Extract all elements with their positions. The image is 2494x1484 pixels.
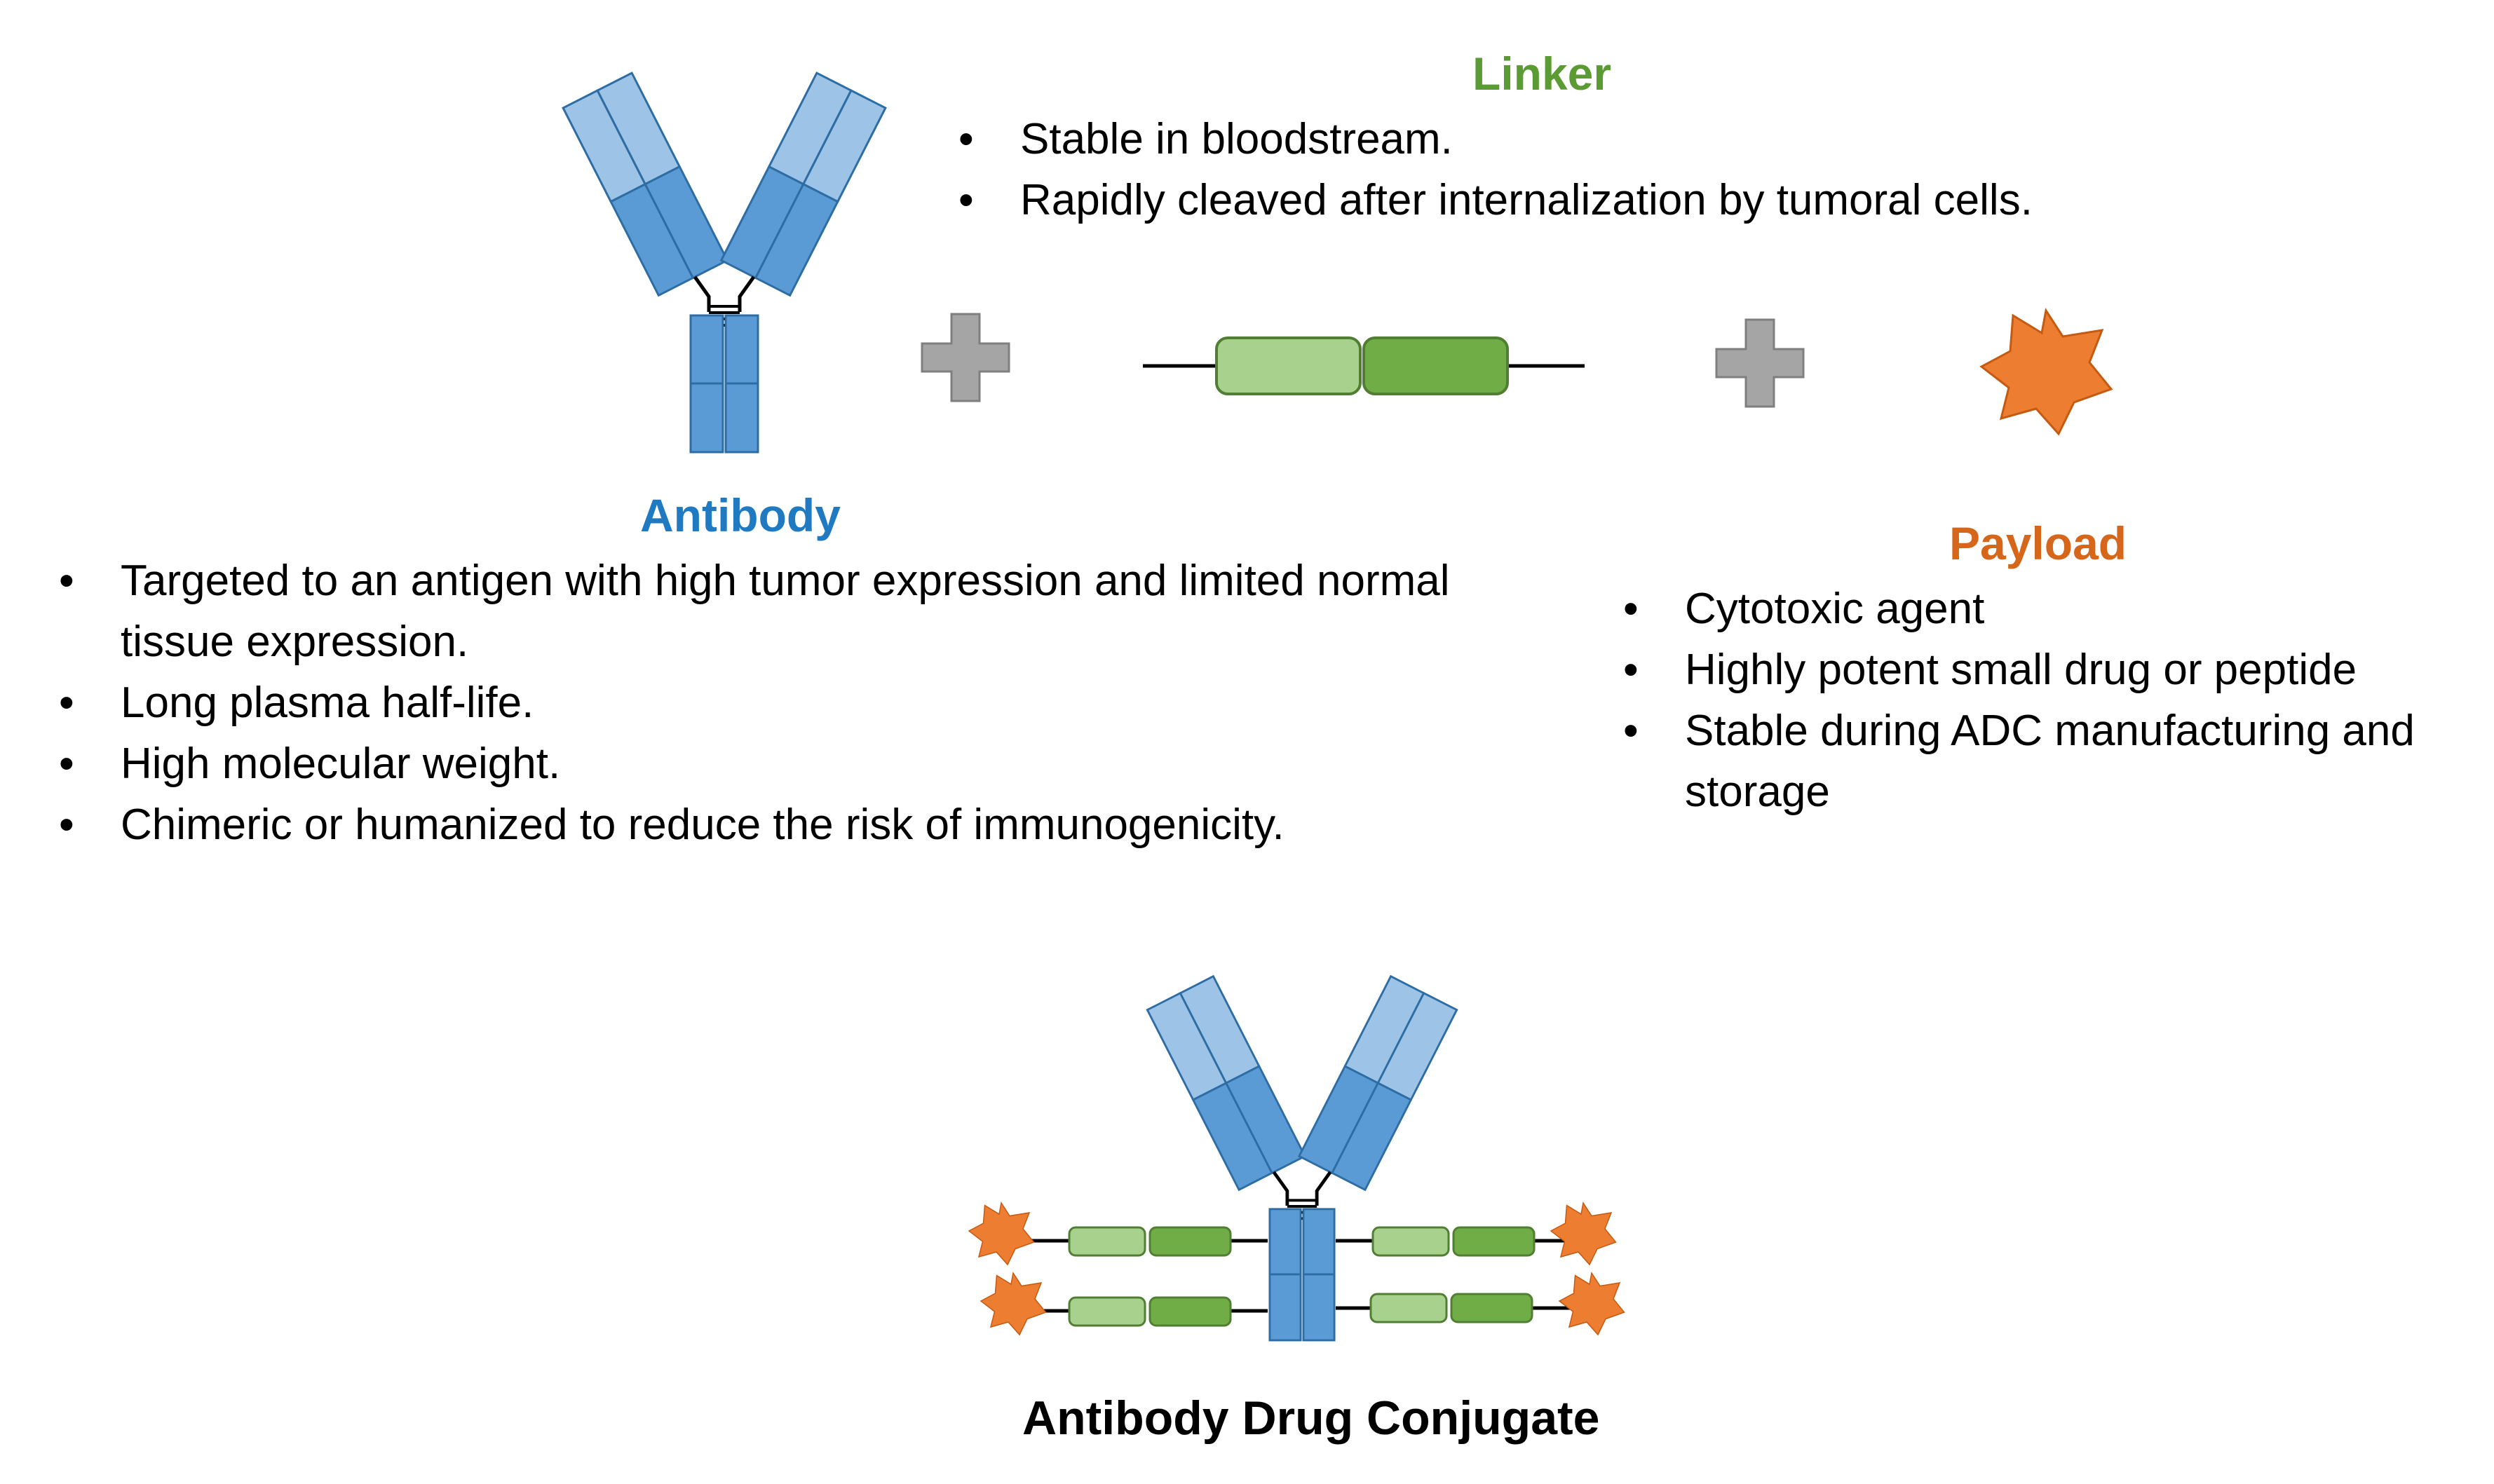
linker-bullet-list: Stable in bloodstream. Rapidly cleaved a… bbox=[958, 109, 2458, 231]
list-item: Targeted to an antigen with high tumor e… bbox=[59, 550, 1523, 672]
plus-icon bbox=[921, 313, 1010, 402]
linker-illustration bbox=[1143, 336, 1585, 395]
payload-title: Payload bbox=[1949, 517, 2127, 569]
list-item: Cytotoxic agent bbox=[1623, 578, 2477, 639]
list-item: Chimeric or humanized to reduce the risk… bbox=[59, 794, 1523, 855]
list-item: Highly potent small drug or peptide bbox=[1623, 639, 2477, 700]
linker-title: Linker bbox=[1472, 48, 1612, 100]
list-item: Rapidly cleaved after internalization by… bbox=[958, 170, 2458, 231]
payload-bullet-list: Cytotoxic agent Highly potent small drug… bbox=[1623, 578, 2477, 822]
adc-title: Antibody Drug Conjugate bbox=[1022, 1391, 1600, 1445]
adc-illustration bbox=[968, 976, 1625, 1340]
antibody-illustration bbox=[563, 73, 886, 452]
antibody-bullet-list: Targeted to an antigen with high tumor e… bbox=[59, 550, 1523, 855]
antibody-title: Antibody bbox=[640, 489, 841, 541]
list-item: Stable in bloodstream. bbox=[958, 109, 2458, 170]
list-item: Long plasma half-life. bbox=[59, 672, 1523, 733]
list-item: Stable during ADC manufacturing and stor… bbox=[1623, 700, 2477, 822]
plus-icon bbox=[1715, 318, 1805, 408]
list-item: High molecular weight. bbox=[59, 733, 1523, 794]
payload-illustration bbox=[1980, 309, 2113, 435]
